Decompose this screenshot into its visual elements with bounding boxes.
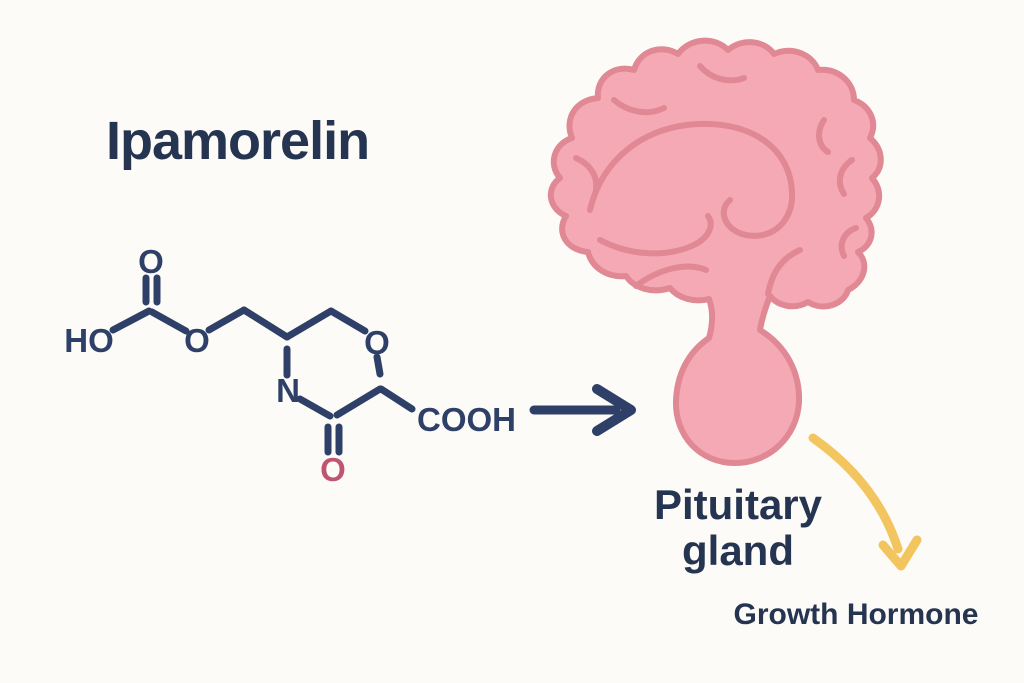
ester-oxygen-atom-label: O — [184, 322, 210, 359]
gyrus-sylvian — [597, 213, 714, 257]
molecule-structure: HO O O O N O COOH — [64, 243, 516, 488]
pituitary-gland-label-line2: gland — [682, 527, 794, 575]
gyrus-temporal — [633, 263, 709, 289]
bond-carboxylc-estero — [148, 308, 190, 335]
hormone-arrow-head — [878, 535, 922, 571]
growth-hormone-label: Growth Hormone — [733, 598, 979, 631]
bond-c5-ringtop — [283, 307, 335, 341]
cerebellum-divider — [765, 247, 803, 297]
gyrus-top — [697, 63, 747, 84]
ring-nitrogen-atom-label: N — [276, 372, 300, 409]
reaction-arrow — [529, 384, 636, 436]
bond-ch2-c5 — [240, 306, 291, 341]
gyrus-occipital-upper — [836, 157, 855, 197]
hormone-arrow — [808, 433, 922, 571]
hydroxyl-atom-label: HO — [64, 322, 114, 359]
page-title: Ipamorelin — [106, 111, 370, 171]
brain-outline — [548, 37, 884, 466]
bond-estero-ch2 — [205, 306, 248, 334]
gyrus-occipital-lower — [838, 225, 859, 259]
brain-gyri-lines — [573, 63, 859, 297]
bond-ringtop-ringo — [327, 307, 369, 335]
carboxyl-group-label: COOH — [417, 401, 516, 438]
ring-oxygen-atom-label: O — [364, 324, 390, 361]
bond-ho-carboxylc — [109, 307, 153, 334]
ketone-oxygen-atom-label: O — [320, 451, 346, 488]
bond-c2-c3 — [333, 385, 384, 419]
pituitary-gland-label: Pituitary gland — [598, 481, 878, 575]
pituitary-gland-label-line1: Pituitary — [653, 481, 823, 528]
bond-c3-n — [296, 395, 334, 420]
brain-illustration — [548, 37, 884, 466]
gyrus-parietal — [816, 117, 831, 155]
gyrus-central-spiral — [587, 120, 796, 239]
molecule-bonds — [109, 274, 416, 456]
hormone-arrow-shaft — [808, 433, 903, 554]
reaction-arrow-head — [592, 384, 636, 436]
gyrus-left-arc — [573, 155, 600, 193]
bond-ringo-c2 — [373, 353, 384, 378]
carbonyl-oxygen-atom-label: O — [138, 243, 164, 280]
bond-c2-cooh — [377, 385, 416, 413]
gyrus-frontal — [611, 97, 667, 116]
